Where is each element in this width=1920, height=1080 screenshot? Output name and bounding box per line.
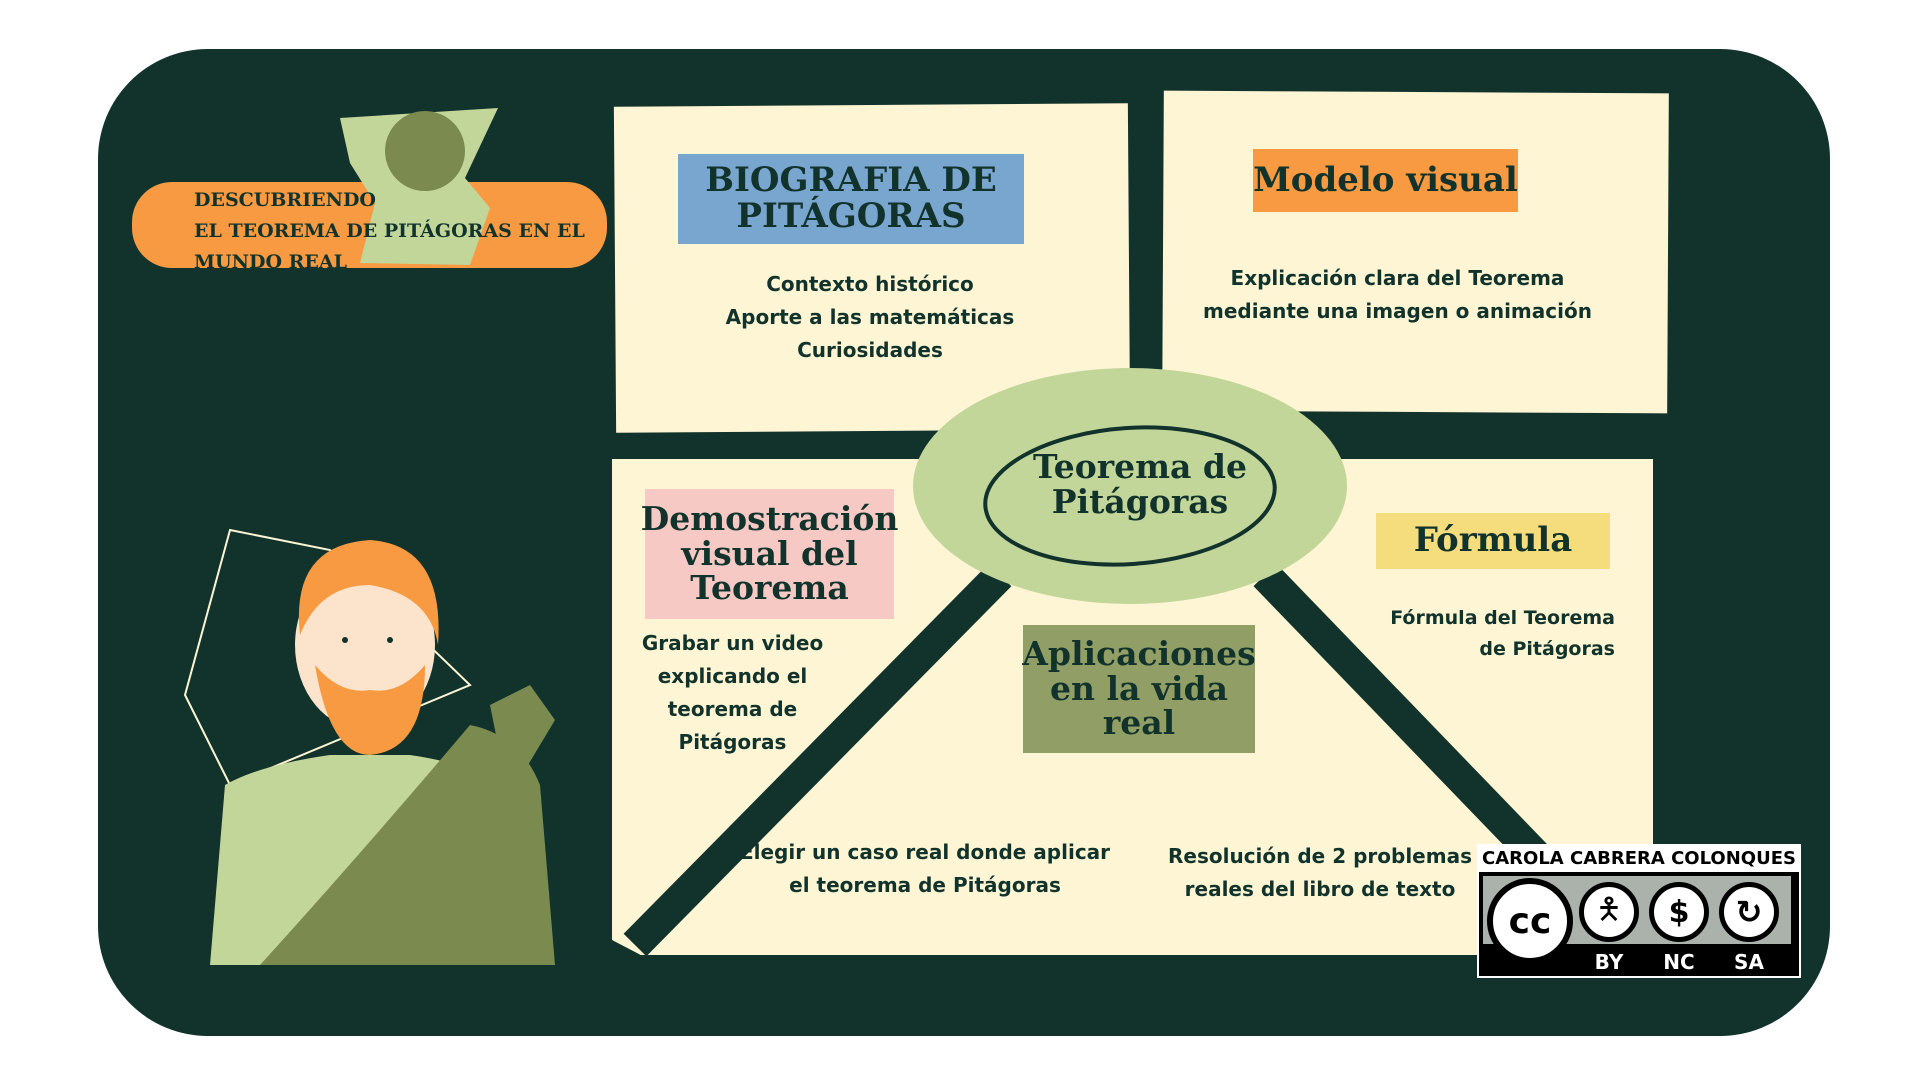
center-ellipse-outline <box>983 425 1277 567</box>
cc-license-badge[interactable]: CAROLA CABRERA COLONQUES cc 🯅 $ ↻ BY NC … <box>1477 844 1801 978</box>
biography-item: Aporte a las matemáticas <box>725 305 1015 329</box>
formula-text: Fórmula del Teorema de Pitágoras <box>1390 607 1615 660</box>
applications-title: Aplicaciones en la vida real <box>1022 625 1256 753</box>
formula-title: Fórmula <box>1376 513 1610 569</box>
header-shape <box>340 108 498 265</box>
connector-line-right <box>1253 563 1557 877</box>
demonstration-text: Grabar un video explicando el teorema de… <box>641 631 824 754</box>
cc-icon: cc <box>1487 878 1573 964</box>
by-label: BY <box>1594 950 1624 974</box>
applications-text-case: Elegir un caso real donde aplicar el teo… <box>739 840 1111 897</box>
nc-dollar-icon: $ <box>1649 882 1709 942</box>
applications-text-problems: Resolución de 2 problemas reales del lib… <box>1168 844 1472 901</box>
biography-item: Curiosidades <box>797 338 943 362</box>
demonstration-title: Demostración visual del Teorema <box>641 489 898 619</box>
license-author: CAROLA CABRERA COLONQUES <box>1479 846 1799 872</box>
header-title: DESCUBRIENDO EL TEOREMA DE PITÁGORAS EN … <box>194 185 585 278</box>
visual-model-text: Explicación clara del Teorema mediante u… <box>1203 266 1592 323</box>
pythagoras-illustration <box>183 528 555 965</box>
header-line: DESCUBRIENDO <box>194 189 376 211</box>
sa-label: SA <box>1734 950 1764 974</box>
sa-share-icon: ↻ <box>1719 882 1779 942</box>
connector-line-left <box>623 563 1012 957</box>
biography-title: BIOGRAFIA DE PITÁGORAS <box>678 154 1024 244</box>
header-line: EL TEOREMA DE PITÁGORAS EN EL <box>194 220 585 242</box>
nc-label: NC <box>1663 950 1695 974</box>
biography-items: Contexto histórico Aporte a las matemáti… <box>640 268 1100 367</box>
by-person-icon: 🯅 <box>1579 882 1639 942</box>
visual-model-title: Modelo visual <box>1253 149 1518 212</box>
center-title: Teorema de Pitágoras <box>1032 447 1248 521</box>
biography-item: Contexto histórico <box>766 272 974 296</box>
header-line: MUNDO REAL <box>194 251 347 273</box>
